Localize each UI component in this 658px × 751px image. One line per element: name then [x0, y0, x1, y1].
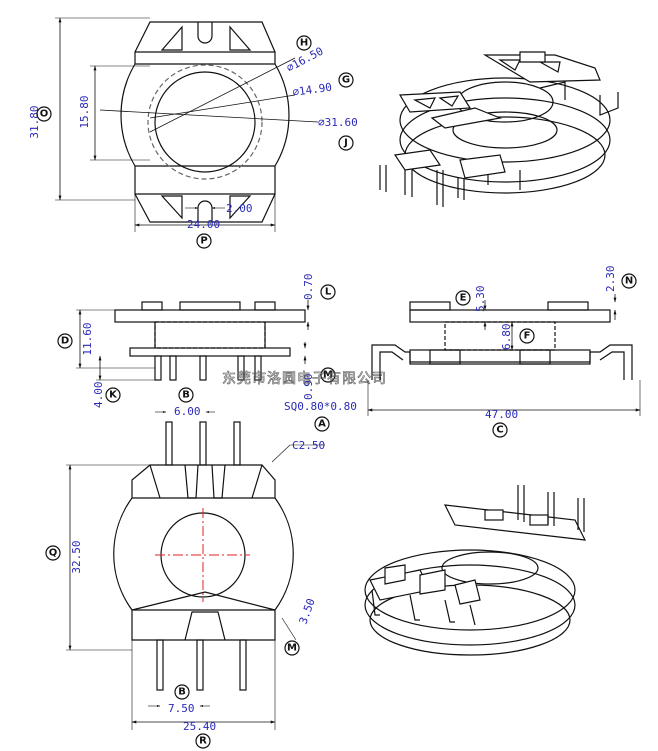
- callout-K: K: [105, 387, 121, 403]
- top-height-dim: 31.80: [28, 105, 41, 138]
- svg-text:O: O: [40, 109, 49, 120]
- svg-text:C: C: [496, 425, 503, 436]
- side-top-flange: [114, 309, 306, 323]
- bottom-top-pins: [165, 421, 241, 466]
- front-pin-sq-dim: SQ0.80*0.80: [284, 400, 357, 413]
- bottom-height-dim: 32.50: [70, 540, 83, 573]
- callout-O: O: [36, 106, 52, 122]
- svg-text:R: R: [199, 736, 207, 747]
- callout-M-bottom: M: [284, 640, 300, 656]
- callout-E: E: [455, 290, 471, 306]
- iso-view-top: [379, 51, 619, 207]
- svg-text:Q: Q: [49, 548, 58, 559]
- svg-text:D: D: [61, 336, 69, 347]
- side-bottom-gap-dim: 0.90: [302, 374, 315, 401]
- callout-B-side: B: [178, 387, 194, 403]
- svg-text:A: A: [318, 419, 326, 430]
- svg-text:E: E: [460, 293, 467, 304]
- callout-A: A: [314, 416, 330, 432]
- side-bottom-flange: [129, 347, 291, 357]
- side-height-dim: 11.60: [81, 322, 94, 355]
- front-step-dim: 5.30: [474, 286, 487, 313]
- svg-text:H: H: [300, 38, 308, 49]
- top-view-outline: [120, 51, 290, 195]
- svg-text:F: F: [524, 331, 531, 342]
- callout-B-bottom: B: [174, 684, 190, 700]
- front-view: [367, 294, 641, 416]
- callout-D: D: [57, 333, 73, 349]
- callout-P: P: [196, 233, 212, 249]
- top-d1-dim: ⌀16.50: [284, 45, 325, 75]
- callout-J: J: [338, 135, 354, 151]
- callout-L: L: [320, 284, 336, 300]
- bottom-pitch2-dim: 7.50: [168, 702, 195, 715]
- svg-text:P: P: [200, 236, 207, 247]
- callout-R: R: [195, 733, 211, 749]
- svg-text:N: N: [625, 276, 633, 287]
- top-width-dim: 24.00: [187, 218, 220, 231]
- callout-N: N: [621, 273, 637, 289]
- top-d3-dim: ⌀31.60: [318, 116, 358, 129]
- side-view: [76, 300, 310, 381]
- company-watermark: 东莞市洛圆电子有限公司: [222, 370, 387, 387]
- front-top-flange: [409, 309, 611, 323]
- top-slot-dim: 2.00: [226, 202, 253, 215]
- bottom-width-dim: 25.40: [183, 720, 216, 733]
- svg-text:L: L: [325, 287, 332, 298]
- side-top-gap-dim: 0.70: [302, 274, 315, 301]
- front-flange-dim: 2.30: [604, 266, 617, 293]
- svg-text:J: J: [343, 138, 348, 149]
- side-pin-dim: 4.00: [92, 382, 105, 409]
- bottom-bottom-pins: [156, 639, 247, 691]
- svg-text:M: M: [287, 643, 297, 654]
- svg-text:B: B: [182, 390, 190, 401]
- svg-text:G: G: [342, 75, 350, 86]
- bottom-side-dim: 3.50: [297, 597, 318, 626]
- front-body-dim: 6.80: [500, 324, 513, 351]
- callout-H: H: [296, 35, 312, 51]
- bottom-pin-pitch-dim: 6.00: [174, 405, 201, 418]
- top-view: [55, 17, 319, 232]
- bottom-view: [66, 410, 325, 730]
- svg-text:K: K: [109, 390, 118, 401]
- svg-text:M: M: [323, 370, 333, 381]
- top-inner-height-dim: 15.80: [78, 95, 91, 128]
- iso-view-bottom: [364, 485, 587, 656]
- front-overall-dim: 47.00: [485, 408, 518, 421]
- callout-G: G: [338, 72, 354, 88]
- callout-C: C: [492, 422, 508, 438]
- callout-F: F: [519, 328, 535, 344]
- svg-text:B: B: [178, 687, 186, 698]
- top-d2-dim: ⌀14.90: [292, 81, 333, 99]
- bottom-chamfer-dim: C2.50: [292, 439, 325, 452]
- callout-M-side: M: [320, 367, 336, 383]
- callout-Q: Q: [45, 545, 61, 561]
